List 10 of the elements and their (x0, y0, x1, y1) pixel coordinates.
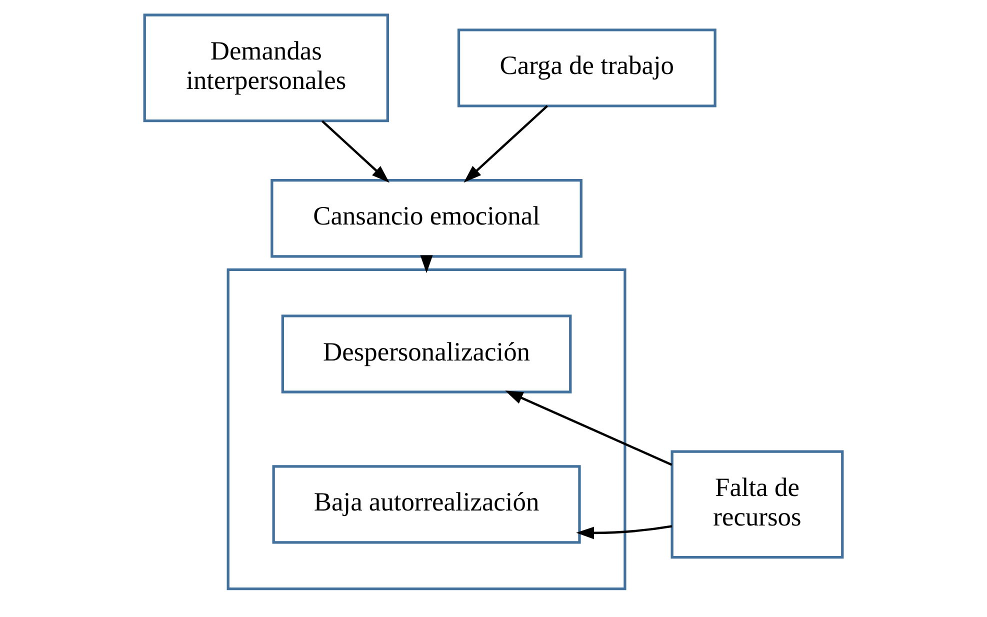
arrow (464, 105, 548, 183)
node-box: Carga de trabajo (457, 28, 716, 108)
cluster (226, 268, 626, 590)
arrow (321, 120, 390, 183)
arrow (505, 390, 672, 466)
node-box: Baja autorrealización (272, 465, 581, 544)
node-box: Falta de recursos (670, 450, 844, 559)
arrow (576, 525, 672, 540)
node-box: Demandas interpersonales (143, 14, 389, 122)
node-box: Despersonalización (281, 314, 572, 394)
